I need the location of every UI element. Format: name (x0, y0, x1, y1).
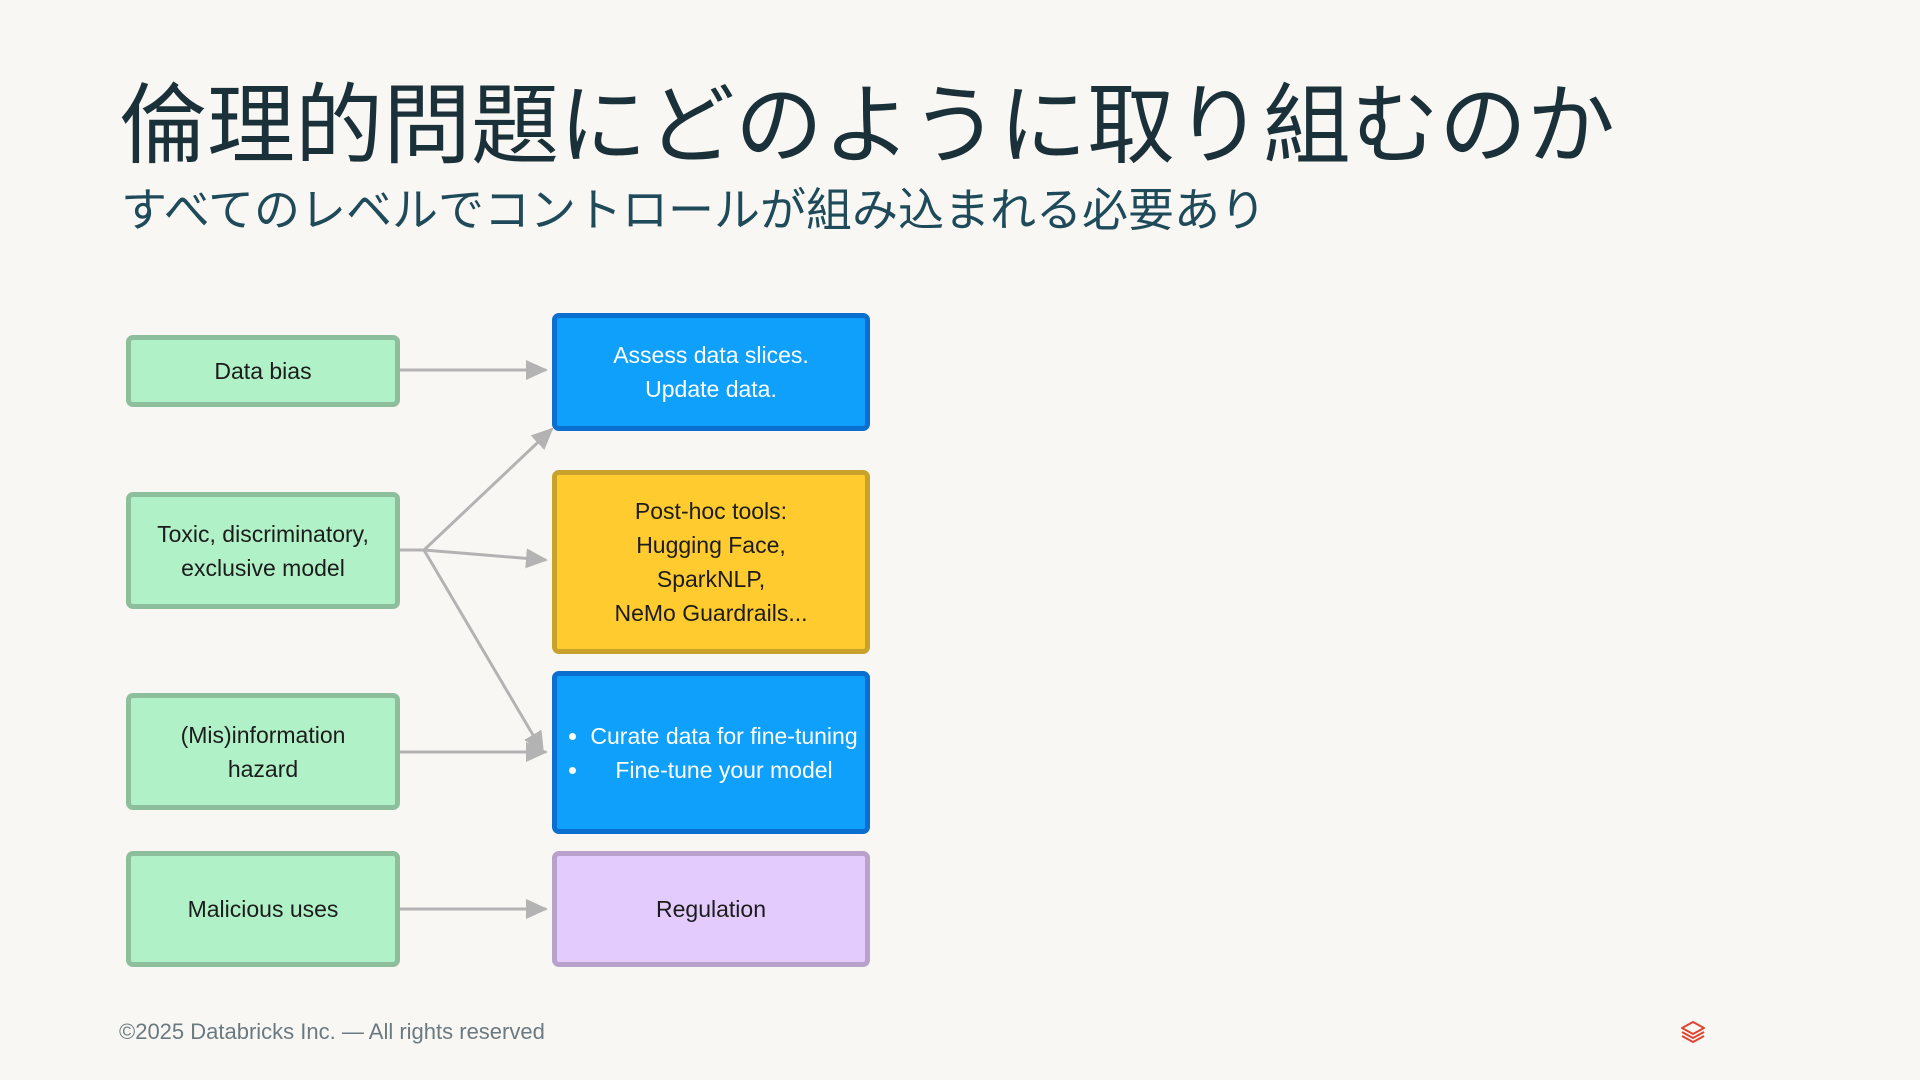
bullet-fine-tune-model: Fine-tune your model (590, 753, 857, 787)
solution-box-assess-data: Assess data slices. Update data. (552, 313, 870, 431)
slide-subtitle: すべてのレベルでコントロールが組み込まれる必要あり (121, 183, 1266, 237)
arrow-toxic-model-to-assess-data (422, 427, 554, 552)
databricks-logo-icon (1681, 1021, 1705, 1043)
slide-title: 倫理的問題にどのように取り組むのか (119, 74, 1616, 177)
fine-tune-bullet-list: Curate data for fine-tuning Fine-tune yo… (564, 719, 857, 787)
problem-box-misinformation-hazard: (Mis)information hazard (126, 693, 400, 810)
solution-box-fine-tune: Curate data for fine-tuning Fine-tune yo… (552, 671, 870, 834)
problem-box-data-bias: Data bias (126, 335, 400, 407)
problem-box-malicious-uses: Malicious uses (126, 851, 400, 967)
arrow-toxic-model-to-fine-tune (422, 549, 545, 754)
solution-box-regulation: Regulation (552, 851, 870, 967)
solution-box-post-hoc-tools: Post-hoc tools: Hugging Face, SparkNLP, … (552, 470, 870, 654)
arrow-toxic-model-to-post-hoc-tools (423, 548, 548, 569)
bullet-curate-data: Curate data for fine-tuning (590, 719, 857, 753)
footer-copyright: ©2025 Databricks Inc. — All rights reser… (119, 1019, 545, 1044)
problem-box-toxic-model: Toxic, discriminatory, exclusive model (126, 492, 400, 609)
